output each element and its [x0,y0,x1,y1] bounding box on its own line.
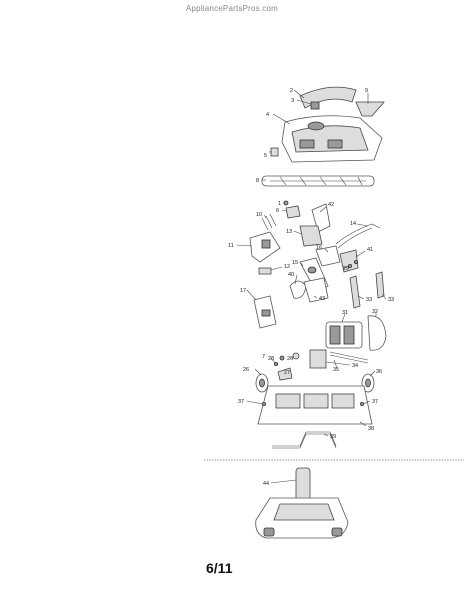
part-16-cover[interactable] [315,245,341,267]
watermark: AppliancePartsPros.com [186,4,278,13]
part-11-swivel-mount[interactable] [249,231,281,263]
callout-11: 11 [228,243,234,249]
part-40-wheel[interactable] [289,280,307,299]
callout-37b: 37 [372,399,378,405]
callout-9: 9 [365,88,368,94]
part-14-hose[interactable] [335,223,381,249]
callout-33b: 33 [388,297,394,303]
part-7-screw[interactable] [273,361,278,366]
callout-30: 26 [243,367,249,373]
callout-38: 38 [368,426,374,432]
callout-4: 4 [266,112,269,118]
callout-27: 27 [284,370,290,376]
callout-15: 15 [292,260,298,266]
callout-43: 43 [319,296,325,302]
part-31-motor[interactable] [325,321,363,349]
callout-13: 13 [286,229,292,235]
part-26-bushing[interactable] [292,352,300,360]
part-8-brush-roll[interactable] [261,175,375,187]
part-43-body[interactable] [303,277,329,303]
part-38-base-plate[interactable] [257,385,373,425]
part-17-switch[interactable] [253,295,277,329]
callout-35: 35 [333,367,339,373]
callout-33a: 33 [366,297,372,303]
callout-29: 29 [343,266,349,272]
callout-labels: 2 3 9 4 5 8 1 6 42 10 11 12 13 14 16 15 … [228,88,394,487]
page-number: 6/11 [206,560,233,576]
callout-28: 28 [268,356,274,362]
part-9-filter-cone[interactable] [355,101,385,117]
callout-44: 44 [263,481,269,487]
part-13-link-arm[interactable] [299,225,323,247]
part-41-hinge[interactable] [339,249,359,273]
part-39-handle-frame[interactable] [272,431,337,449]
part-6-latch[interactable] [285,205,301,219]
part-34-belt[interactable] [329,351,369,364]
part-27-clip[interactable] [277,367,293,381]
callout-2: 2 [290,88,293,94]
part-42-bracket[interactable] [311,203,331,233]
callout-37a: 37 [238,399,244,405]
callout-17: 17 [240,288,246,294]
callout-41: 41 [367,247,373,253]
callout-6: 6 [276,208,279,214]
callout-42: 42 [328,202,334,208]
callout-14: 14 [350,221,356,227]
part-28-washer[interactable] [279,355,285,361]
part-3-small-insert[interactable] [310,101,320,110]
callout-3: 3 [291,98,294,104]
part-36-right-wheel[interactable] [361,373,375,393]
callout-5: 5 [264,153,267,159]
part-2-top-cover[interactable] [299,86,357,109]
callout-1: 1 [278,201,281,207]
callout-7: 7 [262,354,265,360]
part-10-spring[interactable] [261,213,277,231]
callout-31: 31 [342,310,348,316]
callout-39: 39 [330,434,336,440]
leader-lines [236,89,387,484]
part-32-cover[interactable] [367,315,387,351]
part-4-hood-housing[interactable] [281,115,383,163]
callout-34: 34 [352,363,358,369]
part-12-tab[interactable] [258,267,272,275]
part-44-power-nozzle[interactable] [255,467,349,539]
callout-12: 12 [284,264,290,270]
callout-32: 32 [372,309,378,315]
part-30-left-wheel[interactable] [255,373,269,393]
callout-26: 26 [287,356,293,362]
part-5-bumper-clip[interactable] [270,147,279,157]
callout-10: 10 [256,212,262,218]
callout-16: 16 [316,245,322,251]
callout-36b: 36 [376,369,382,375]
callout-8: 8 [256,178,259,184]
callout-40: 40 [288,272,294,278]
part-33-rails[interactable] [349,271,385,309]
part-35-fan[interactable] [309,349,327,369]
